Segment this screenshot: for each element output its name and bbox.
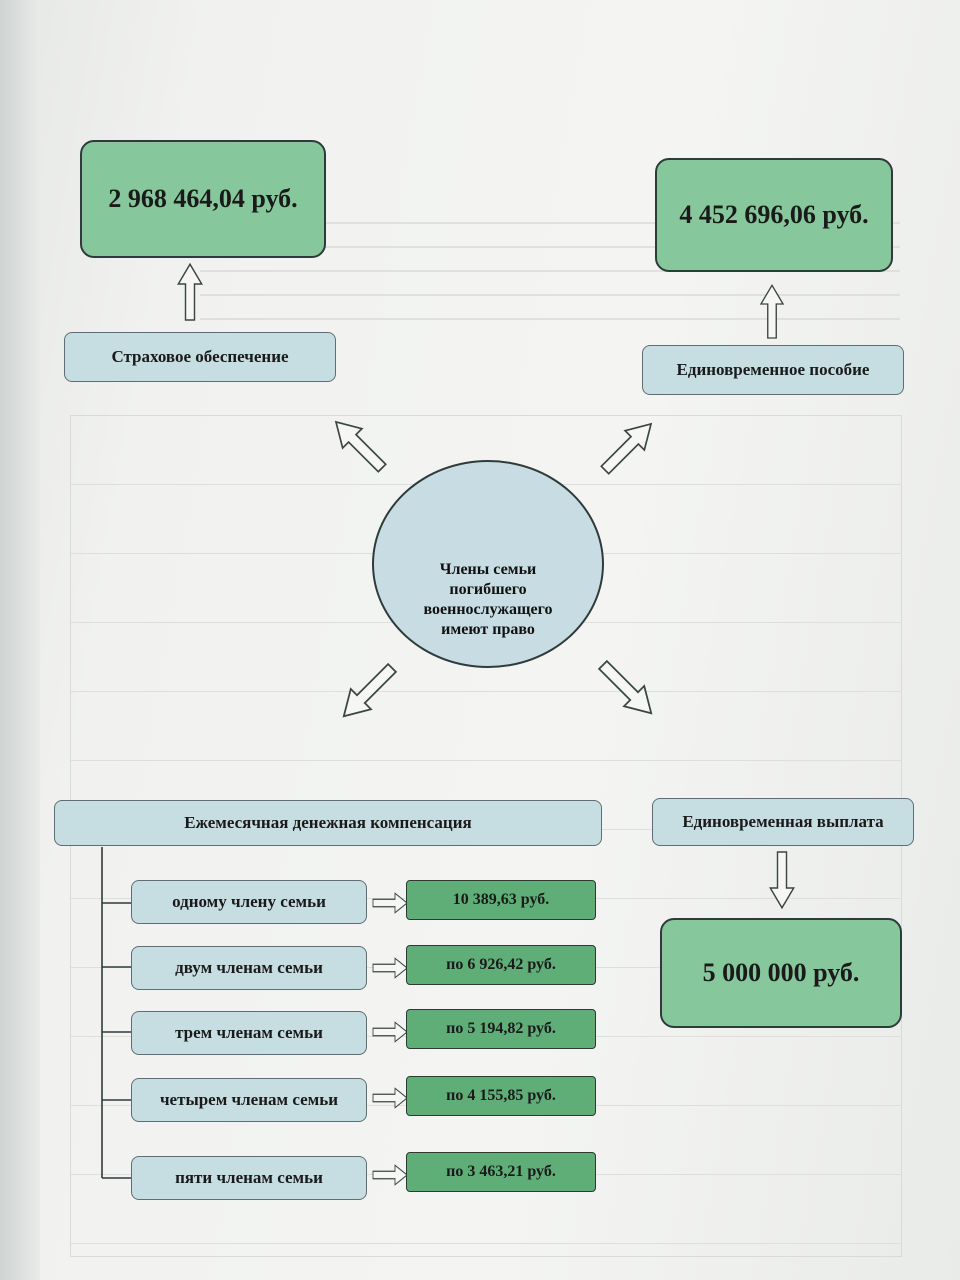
row-amount: по 6 926,42 руб. bbox=[446, 956, 556, 973]
row-who: трем членам семьи bbox=[175, 1023, 323, 1042]
row-who: двум членам семьи bbox=[175, 958, 323, 977]
center-text: Члены семьи погибшего военнослужащего им… bbox=[423, 561, 553, 638]
row-amount-box: по 6 926,42 руб. bbox=[406, 945, 596, 985]
insurance-label: Страховое обеспечение bbox=[111, 347, 289, 366]
row-who-box: двум членам семьи bbox=[131, 946, 367, 990]
page-fold-shadow bbox=[0, 0, 40, 1280]
payment-label: Единовременная выплата bbox=[682, 812, 884, 831]
row-who: одному члену семьи bbox=[172, 892, 326, 911]
row-amount-box: по 5 194,82 руб. bbox=[406, 1009, 596, 1049]
arrow-down-payment-icon bbox=[769, 851, 795, 909]
allowance-label-box: Единовременное пособие bbox=[642, 345, 904, 395]
arrow-up-insurance-icon bbox=[177, 263, 203, 321]
row-amount: по 4 155,85 руб. bbox=[446, 1087, 556, 1104]
row-who-box: трем членам семьи bbox=[131, 1011, 367, 1055]
row-amount: по 3 463,21 руб. bbox=[446, 1163, 556, 1180]
insurance-amount: 2 968 464,04 руб. bbox=[108, 184, 298, 213]
row-amount: 10 389,63 руб. bbox=[452, 891, 550, 908]
row-who-box: одному члену семьи bbox=[131, 880, 367, 924]
row-who-box: четырем членам семьи bbox=[131, 1078, 367, 1122]
insurance-label-box: Страховое обеспечение bbox=[64, 332, 336, 382]
arrow-to-payment-icon bbox=[592, 654, 663, 725]
row-arrow-icon bbox=[372, 892, 408, 914]
arrow-to-monthly-icon bbox=[332, 657, 403, 728]
payment-amount-box: 5 000 000 руб. bbox=[660, 918, 902, 1028]
row-arrow-icon bbox=[372, 957, 408, 979]
allowance-amount: 4 452 696,06 руб. bbox=[679, 200, 869, 229]
row-amount-box: по 3 463,21 руб. bbox=[406, 1152, 596, 1192]
insurance-amount-box: 2 968 464,04 руб. bbox=[80, 140, 326, 258]
monthly-label: Ежемесячная денежная компенсация bbox=[184, 813, 472, 832]
row-who: четырем членам семьи bbox=[159, 1090, 339, 1109]
row-arrow-icon bbox=[372, 1021, 408, 1043]
payment-amount: 5 000 000 руб. bbox=[702, 958, 860, 987]
row-who-box: пяти членам семьи bbox=[131, 1156, 367, 1200]
row-arrow-icon bbox=[372, 1087, 408, 1109]
monthly-label-box: Ежемесячная денежная компенсация bbox=[54, 800, 602, 846]
payment-label-box: Единовременная выплата bbox=[652, 798, 914, 846]
row-amount: по 5 194,82 руб. bbox=[446, 1020, 556, 1037]
row-amount-box: по 4 155,85 руб. bbox=[406, 1076, 596, 1116]
row-who: пяти членам семьи bbox=[175, 1168, 323, 1187]
arrow-to-insurance-icon bbox=[325, 411, 393, 479]
row-arrow-icon bbox=[372, 1164, 408, 1186]
arrow-to-allowance-icon bbox=[594, 413, 662, 481]
allowance-amount-box: 4 452 696,06 руб. bbox=[655, 158, 893, 272]
bracket-lines bbox=[101, 847, 132, 1179]
row-amount-box: 10 389,63 руб. bbox=[406, 880, 596, 920]
arrow-up-allowance-icon bbox=[760, 284, 784, 339]
center-circle bbox=[372, 460, 604, 668]
allowance-label: Единовременное пособие bbox=[676, 360, 870, 379]
